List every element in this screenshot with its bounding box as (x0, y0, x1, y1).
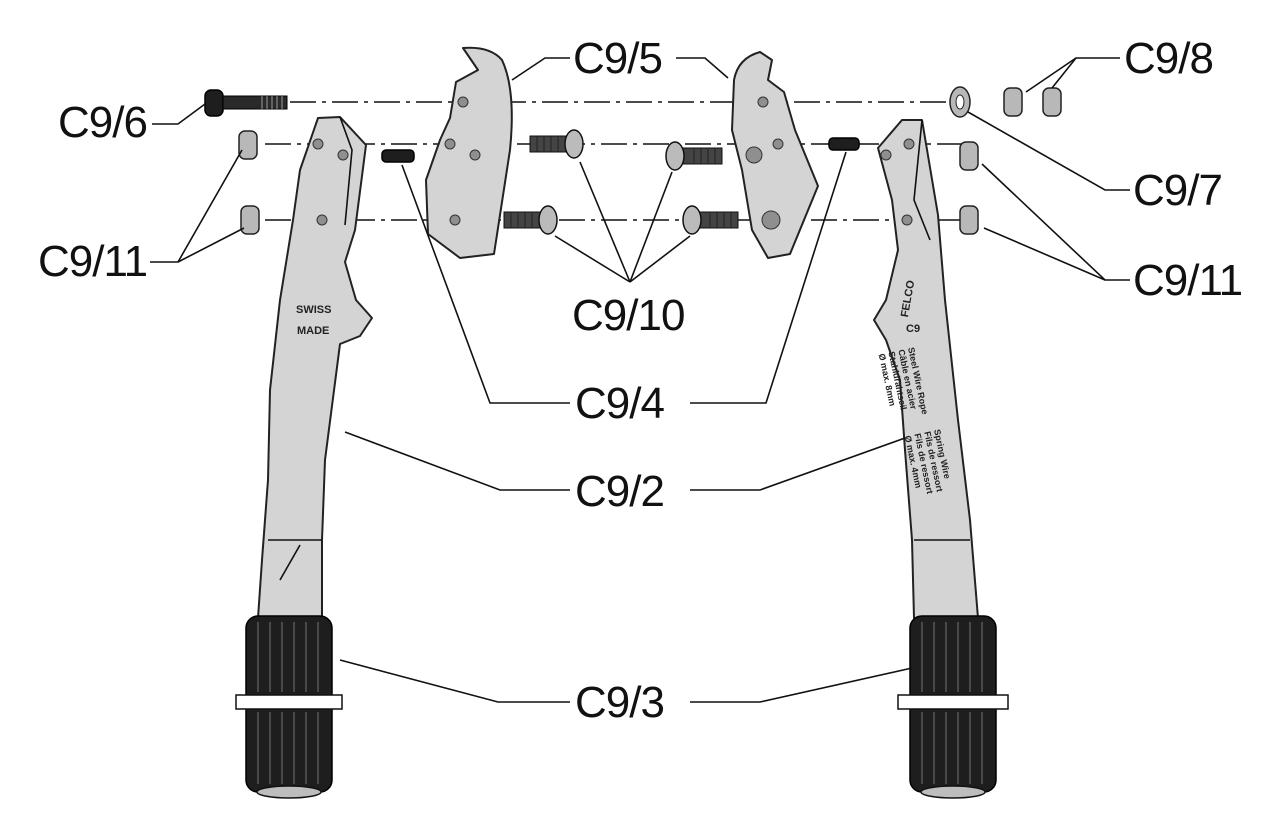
label-c9-5: C9/5 (573, 34, 662, 83)
screw-left-upper (529, 129, 584, 159)
left-handle-hole-1 (312, 138, 324, 150)
leader-c9-5-left (511, 57, 570, 81)
right-jaw-hole-4 (761, 210, 781, 230)
assembly-axis-lines (265, 101, 965, 221)
leader-c9-5-right (676, 57, 729, 79)
left-grip-cap (256, 785, 322, 799)
left-handle-hole-2 (337, 149, 349, 161)
pins-c9-4 (381, 137, 860, 163)
right-pin (828, 137, 860, 151)
leader-c9-2-right (690, 437, 906, 491)
part-labels: C9/5 C9/6 C9/8 C9/7 C9/11 C9/11 C9/10 C9… (38, 34, 1243, 727)
leader-c9-2-left (344, 431, 570, 491)
left-handle: SWISS MADE (257, 116, 373, 619)
leader-c9-7 (967, 111, 1130, 191)
label-c9-10: C9/10 (572, 291, 684, 340)
right-nuts-c9-11 (959, 141, 979, 235)
leader-lines (150, 57, 1130, 703)
leader-c9-11-right (981, 163, 1130, 281)
left-jaw-hole-4 (449, 214, 461, 226)
leader-c9-6 (152, 103, 206, 125)
right-handle-hole-3 (901, 214, 913, 226)
right-handle-hole-2 (880, 149, 892, 161)
screw-left-lower (503, 205, 558, 235)
left-nut-bottom (240, 205, 260, 235)
label-c9-8: C9/8 (1124, 34, 1213, 83)
right-jaw-hole-3 (745, 146, 763, 164)
leader-c9-3-right (690, 667, 913, 703)
right-nut-top (959, 141, 979, 171)
bolt-c9-6 (204, 89, 288, 117)
left-nut-top (238, 130, 258, 160)
washer-hole (955, 94, 965, 110)
right-handle-body (873, 119, 979, 619)
left-jaw-plate (425, 46, 513, 259)
left-grip (235, 615, 343, 799)
label-c9-2: C9/2 (575, 467, 664, 516)
right-jaw (731, 51, 819, 259)
leader-c9-10-a (579, 161, 631, 283)
right-handle-model: C9 (906, 323, 920, 335)
leader-c9-11-right-b (983, 227, 1106, 281)
leader-c9-3-left (339, 659, 570, 703)
right-jaw-hole-1 (757, 96, 769, 108)
leader-c9-4-left (401, 164, 570, 404)
leader-c9-10-c (629, 171, 673, 283)
leader-c9-8b (1025, 57, 1077, 93)
label-c9-7: C9/7 (1133, 166, 1222, 215)
left-nuts-c9-11 (238, 130, 260, 235)
right-jaw-plate (731, 51, 819, 259)
washer-c9-7 (949, 86, 971, 118)
left-jaw-hole-3 (469, 149, 481, 161)
leader-c9-11-left-b (177, 227, 245, 263)
label-c9-3: C9/3 (575, 678, 664, 727)
left-jaw (425, 46, 513, 259)
nut-2 (1042, 87, 1062, 117)
nuts-c9-8 (1003, 87, 1062, 117)
right-grip-cap (920, 785, 986, 799)
right-handle-hole-1 (903, 138, 915, 150)
nut-1 (1003, 87, 1023, 117)
right-grip (897, 615, 1009, 799)
left-jaw-hole-1 (457, 96, 469, 108)
screws-c9-10 (503, 129, 739, 235)
leader-c9-4-right (690, 151, 847, 404)
left-handle-hole-3 (316, 214, 328, 226)
label-c9-6: C9/6 (58, 98, 147, 147)
bolt-head (204, 89, 224, 117)
label-c9-11-right: C9/11 (1133, 256, 1242, 305)
leader-c9-10-b (554, 235, 631, 283)
left-handle-marking-1: SWISS (296, 304, 331, 316)
right-jaw-hole-2 (772, 138, 784, 150)
left-pin (381, 149, 415, 163)
bolt-shaft (222, 95, 288, 110)
left-jaw-hole-2 (444, 138, 456, 150)
label-c9-11-left: C9/11 (38, 237, 147, 286)
left-handle-marking-2: MADE (297, 325, 329, 337)
label-c9-4: C9/4 (575, 379, 664, 428)
leader-c9-10-d (629, 235, 691, 283)
left-handle-body (257, 116, 373, 619)
leader-c9-8 (1051, 57, 1120, 89)
left-grip-ring (235, 694, 343, 710)
right-handle: FELCO C9 Steel Wire Rope Câble en acier … (873, 119, 979, 619)
right-grip-ring (897, 694, 1009, 710)
leader-c9-11-left (150, 149, 243, 263)
right-nut-bottom (959, 205, 979, 235)
